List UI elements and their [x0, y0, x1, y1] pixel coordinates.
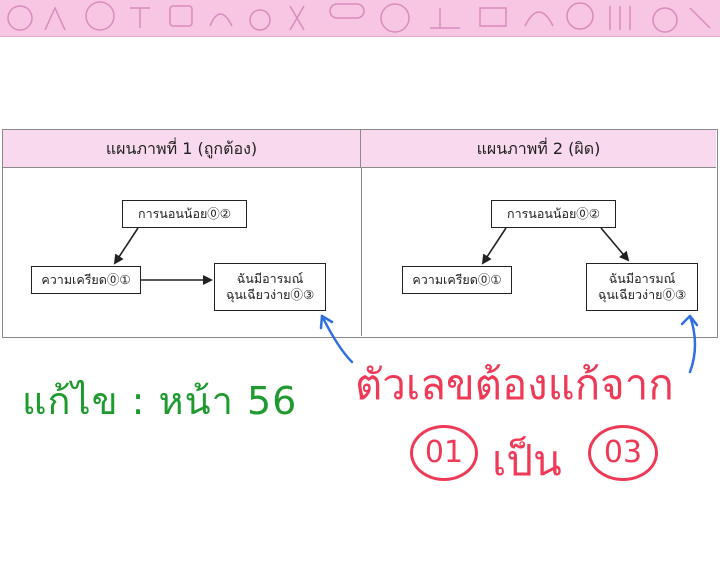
diagram-2-node-mood-line1: ฉันมีอารมณ์	[608, 271, 676, 286]
diagram-2-title: แผนภาพที่ 2 (ผิด)	[361, 130, 716, 168]
diagram-2-arrow-sleep-to-mood	[600, 227, 630, 262]
diagram-1-node-mood-line1: ฉันมีอารมณ์	[236, 271, 304, 286]
diagram-2-node-stress: ความเครียด⓪①	[402, 266, 512, 294]
diagram-2-arrow-sleep-to-stress	[481, 227, 507, 265]
doodle-pattern-icon	[7, 1, 711, 33]
diagram-1-node-stress: ความเครียด⓪①	[31, 266, 141, 294]
diagram-comparison-table: แผนภาพที่ 1 (ถูกต้อง) แผนภาพที่ 2 (ผิด) …	[2, 129, 718, 338]
diagram-arrows	[113, 227, 630, 285]
diagram-1-title: แผนภาพที่ 1 (ถูกต้อง)	[3, 130, 361, 168]
blue-arrow-left	[320, 314, 354, 364]
circled-number-from: 01	[410, 425, 478, 481]
correction-word: เป็น	[492, 436, 562, 485]
correction-note: แก้ไข : หน้า 56	[22, 379, 298, 423]
diagram-2-node-sleep: การนอนน้อย⓪②	[491, 200, 616, 228]
diagram-2-node-mood: ฉันมีอารมณ์ ฉุนเฉียวง่าย⓪③	[586, 263, 698, 311]
decorative-banner	[0, 0, 720, 37]
diagram-2-node-mood-line2: ฉุนเฉียวง่าย⓪③	[597, 287, 687, 302]
correction-instruction: ตัวเลขต้องแก้จาก	[355, 360, 674, 409]
blue-arrow-right	[688, 314, 697, 374]
column-divider	[361, 168, 362, 336]
diagram-1-arrow-sleep-to-stress	[113, 227, 139, 265]
diagram-1-node-sleep: การนอนน้อย⓪②	[122, 200, 247, 228]
circled-number-to: 03	[588, 425, 658, 481]
diagram-1-node-mood-line2: ฉุนเฉียวง่าย⓪③	[225, 287, 315, 302]
diagram-1-node-mood: ฉันมีอารมณ์ ฉุนเฉียวง่าย⓪③	[214, 263, 326, 311]
